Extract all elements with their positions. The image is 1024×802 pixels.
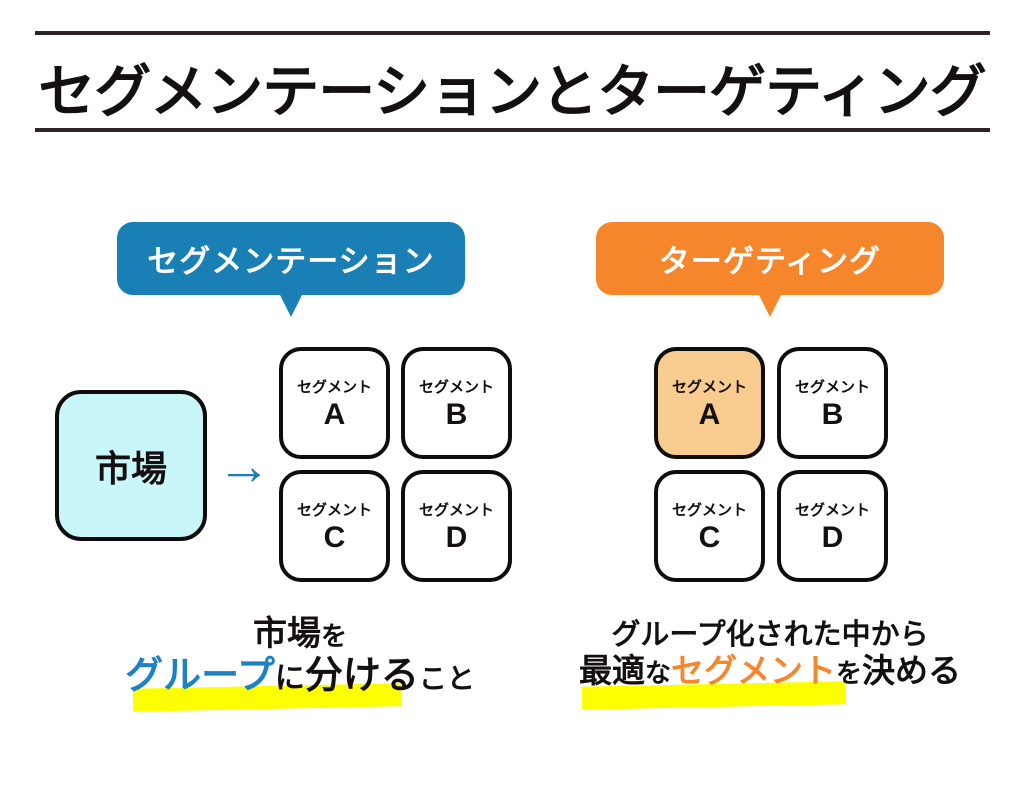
segment-cell-c: セグメント C [279, 470, 390, 582]
segment-letter: B [445, 398, 468, 431]
segment-label: セグメント [418, 379, 494, 396]
segment-letter: B [821, 398, 844, 431]
segment-cell-d: セグメント D [401, 470, 512, 582]
segment-letter: D [445, 521, 468, 554]
caption-particle: を [320, 621, 347, 651]
segmentation-caption: 市場を グループに分けること [100, 614, 500, 699]
segment-label: セグメント [418, 502, 494, 519]
bubble-tail [757, 291, 783, 317]
segment-letter: A [323, 398, 346, 431]
segment-label: セグメント [296, 502, 372, 519]
caption-word: 市場 [252, 615, 321, 653]
segment-letter: A [698, 398, 721, 431]
title-rule-top [35, 31, 990, 35]
title-rule-bottom [35, 128, 990, 132]
caption-particle: に [274, 662, 305, 696]
market-label: 市場 [94, 447, 167, 489]
segment-label: セグメント [296, 379, 372, 396]
target-cell-a: セグメント A [654, 347, 765, 459]
target-cell-d: セグメント D [777, 470, 888, 582]
caption-particle: な [644, 658, 671, 689]
segmentation-caption-line2: グループに分けること [100, 654, 500, 699]
segmentation-bubble: セグメンテーション [117, 222, 465, 317]
caption-particle: を [836, 658, 863, 689]
targeting-bubble-label: ターゲティング [658, 244, 882, 279]
caption-suffix: こと [418, 663, 475, 695]
segment-letter: D [821, 521, 844, 554]
targeting-caption: グループ化された中から 最適なセグメントを決める [570, 618, 970, 691]
right-arrow-icon: → [217, 436, 271, 496]
caption-emphasis-blue: グループ [125, 655, 275, 698]
segment-cell-b: セグメント B [401, 347, 512, 459]
caption-word: 決める [862, 652, 962, 690]
market-box: 市場 [55, 390, 207, 541]
segment-cell-a: セグメント A [279, 347, 390, 459]
targeting-caption-line1: グループ化された中から [611, 619, 929, 651]
segmentation-bubble-label: セグメンテーション [147, 244, 435, 279]
caption-word: 分ける [304, 655, 419, 698]
segment-letter: C [323, 521, 346, 554]
caption-emphasis-orange: セグメント [671, 652, 836, 690]
segmentation-caption-line1: 市場を [100, 614, 500, 654]
segment-label: セグメント [671, 502, 747, 519]
segment-letter: C [698, 521, 721, 554]
targeting-bubble: ターゲティング [596, 222, 944, 317]
targeting-caption-line2: 最適なセグメントを決める [570, 652, 970, 691]
segment-label: セグメント [794, 379, 870, 396]
page-title: セグメンテーションとターゲティング [38, 60, 986, 124]
target-cell-b: セグメント B [777, 347, 888, 459]
target-cell-c: セグメント C [654, 470, 765, 582]
segment-label: セグメント [671, 379, 747, 396]
segment-label: セグメント [794, 502, 870, 519]
caption-word: 最適 [578, 652, 645, 690]
bubble-tail [278, 291, 304, 317]
